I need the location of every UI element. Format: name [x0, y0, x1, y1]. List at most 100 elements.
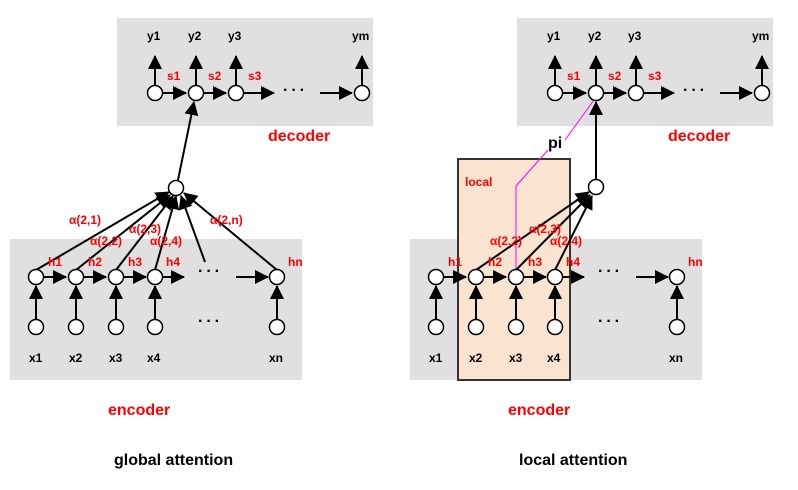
attention-weight-label: α(2,4)	[550, 234, 582, 248]
state-label: s2	[208, 69, 222, 83]
attention-weight-label: α(2,2)	[490, 234, 522, 248]
state-label: s3	[648, 69, 662, 83]
output-label: ym	[352, 29, 369, 43]
hidden-state-node	[467, 268, 485, 286]
hidden-label: h4	[166, 255, 180, 269]
hidden-label: h2	[88, 255, 102, 269]
decoder-state-node	[753, 84, 771, 102]
input-label: xn	[669, 351, 683, 365]
decoder-state-node	[146, 84, 164, 102]
hidden-state-node	[146, 268, 164, 286]
encoder-ellipsis: ···	[198, 263, 223, 280]
hidden-state-node	[107, 268, 125, 286]
hidden-label: hn	[688, 255, 703, 269]
attention-edge	[35, 191, 170, 271]
hidden-state-node	[427, 268, 445, 286]
output-label: y2	[588, 29, 602, 43]
panel-caption: global attention	[114, 452, 233, 469]
context-arrow	[177, 101, 199, 181]
input-label: x3	[509, 351, 523, 365]
attention-edge	[154, 195, 180, 271]
hidden-label: h3	[528, 255, 542, 269]
input-node	[467, 318, 485, 336]
hidden-state-node	[27, 268, 45, 286]
input-node	[27, 318, 45, 336]
attention-weight-label: α(2,4)	[150, 234, 182, 248]
decoder-state-node	[587, 84, 605, 102]
global-attention-panel: ··· y1 y2 y3 ym s1 s2 s3 decoder ···	[10, 18, 373, 469]
attention-weight-label: α(2,3)	[529, 222, 561, 236]
decoder-state-node	[227, 84, 245, 102]
input-node	[268, 318, 286, 336]
encoder-title: encoder	[108, 402, 170, 419]
decoder-box	[517, 18, 773, 126]
state-label: s2	[608, 69, 622, 83]
attention-edge	[178, 195, 206, 263]
hidden-label: h3	[128, 255, 142, 269]
output-label: y3	[628, 29, 642, 43]
hidden-state-node	[268, 268, 286, 286]
input-ellipsis: ···	[598, 313, 623, 330]
attention-edge	[554, 195, 593, 271]
decoder-state-node	[187, 84, 205, 102]
input-label: x2	[469, 351, 483, 365]
input-node	[67, 318, 85, 336]
hidden-state-node	[507, 268, 525, 286]
attention-edge	[183, 192, 278, 271]
panel-caption: local attention	[519, 452, 627, 469]
decoder-title: decoder	[668, 128, 730, 145]
encoder-ellipsis: ···	[598, 263, 623, 280]
decoder-box	[117, 18, 373, 126]
attention-weight-label: α(2,n)	[210, 213, 243, 227]
input-node	[668, 318, 686, 336]
output-label: y1	[547, 29, 561, 43]
input-ellipsis: ···	[198, 313, 223, 330]
input-node	[146, 318, 164, 336]
input-node	[546, 318, 564, 336]
input-label: xn	[269, 351, 283, 365]
encoder-title: encoder	[508, 402, 570, 419]
local-attention-panel: ··· y1 y2 y3 ym s1 s2 s3 decoder local p…	[410, 18, 773, 469]
output-label: ym	[752, 29, 769, 43]
input-label: x1	[29, 351, 43, 365]
decoder-ellipsis: ···	[683, 82, 708, 99]
hidden-label: h2	[488, 255, 502, 269]
state-label: s3	[248, 69, 262, 83]
output-label: y3	[228, 29, 242, 43]
input-label: x3	[109, 351, 123, 365]
attention-edge	[475, 191, 590, 271]
output-label: y1	[147, 29, 161, 43]
input-label: x4	[147, 351, 161, 365]
state-label: s1	[567, 69, 581, 83]
hidden-label: hn	[288, 255, 303, 269]
attention-weight-label: α(2,1)	[69, 213, 101, 227]
attention-weight-label: α(2,2)	[90, 234, 122, 248]
state-label: s1	[167, 69, 181, 83]
hidden-state-node	[546, 268, 564, 286]
input-node	[507, 318, 525, 336]
hidden-state-node	[668, 268, 686, 286]
decoder-state-node	[627, 84, 645, 102]
attention-weight-label: α(2,3)	[129, 222, 161, 236]
decoder-ellipsis: ···	[283, 82, 308, 99]
decoder-state-node	[546, 84, 564, 102]
aligned-position-label: pi	[548, 135, 562, 152]
input-label: x1	[429, 351, 443, 365]
decoder-title: decoder	[268, 128, 330, 145]
hidden-label: h4	[566, 255, 580, 269]
output-label: y2	[188, 29, 202, 43]
attention-edge	[75, 194, 171, 271]
hidden-label: h1	[48, 255, 62, 269]
attention-edge	[515, 194, 591, 271]
input-label: x4	[547, 351, 561, 365]
attention-edge	[115, 195, 174, 271]
input-node	[427, 318, 445, 336]
input-label: x2	[69, 351, 83, 365]
input-node	[107, 318, 125, 336]
context-node	[587, 178, 605, 196]
local-window-label: local	[465, 175, 492, 189]
decoder-state-node	[353, 84, 371, 102]
context-node	[167, 179, 185, 197]
hidden-state-node	[67, 268, 85, 286]
